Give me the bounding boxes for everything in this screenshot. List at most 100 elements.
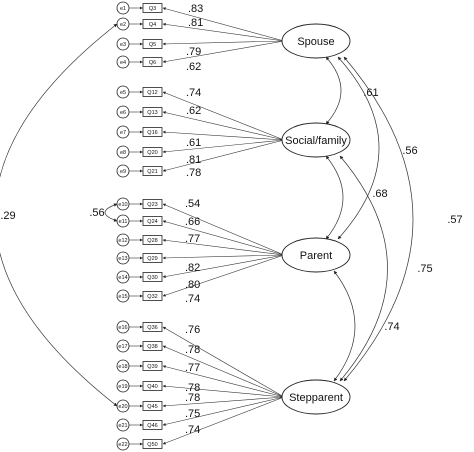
- item-box-q29: [142, 253, 163, 263]
- item-label: Q39: [147, 364, 157, 370]
- item-label: Q29: [147, 256, 157, 262]
- item-box-q20: [142, 147, 163, 157]
- latent-label: Stepparent: [289, 392, 343, 404]
- loading-path-parent-q32: [162, 254, 285, 297]
- error-node-e10: [116, 197, 130, 211]
- error-label: e17: [118, 344, 127, 350]
- error-covariance-value-label: .29: [0, 210, 15, 222]
- error-label: e22: [118, 442, 127, 448]
- loading-value-label: .62: [186, 61, 201, 73]
- item-label: Q23: [147, 202, 157, 208]
- loading-value-label: .82: [185, 262, 200, 274]
- loading-value-label: .61: [186, 137, 201, 149]
- item-box-q30: [142, 272, 163, 282]
- item-label: Q12: [147, 90, 157, 96]
- error-label: e2: [120, 22, 126, 28]
- covariance-value-label: .75: [417, 263, 432, 275]
- covariance-value-label: .61: [363, 87, 378, 99]
- error-label: e7: [120, 130, 126, 136]
- item-box-q23: [142, 199, 163, 209]
- error-node-e2: [116, 17, 130, 31]
- error-label: e18: [118, 364, 127, 370]
- loading-value-label: .54: [185, 198, 200, 210]
- item-box-q24: [142, 216, 163, 226]
- item-label: Q28: [147, 238, 157, 244]
- error-node-e6: [116, 105, 130, 119]
- item-box-q13: [142, 107, 163, 117]
- item-box-q12: [142, 87, 163, 97]
- error-node-e19: [116, 379, 130, 393]
- loading-value-label: .78: [185, 382, 200, 394]
- item-box-q21: [142, 166, 163, 176]
- error-node-e15: [116, 289, 130, 303]
- loading-value-label: .75: [185, 408, 200, 420]
- error-node-e16: [116, 320, 130, 334]
- item-label: Q38: [147, 344, 157, 350]
- covariance-arc-social-family-parent: [325, 155, 344, 240]
- error-label: e10: [118, 202, 127, 208]
- covariance-value-label: .68: [372, 188, 387, 200]
- loading-value-label: .76: [185, 324, 200, 336]
- latent-node-stepparent: [281, 379, 351, 415]
- latent-node-parent: [281, 237, 351, 273]
- error-node-e7: [116, 125, 130, 139]
- latent-label: Parent: [300, 250, 332, 262]
- loading-path-spouse-q4: [162, 22, 285, 42]
- item-box-q40: [142, 381, 163, 391]
- error-node-e1: [116, 1, 130, 15]
- loading-value-label: .83: [188, 3, 203, 15]
- loading-path-stepparent-q38: [162, 345, 285, 398]
- error-node-e3: [116, 37, 130, 51]
- item-label: Q30: [147, 275, 157, 281]
- covariance-arc-social-family-stepparent: [339, 155, 388, 382]
- loading-path-social-family-q12: [162, 91, 285, 141]
- loading-value-label: .81: [188, 17, 203, 29]
- latent-label: Social/family: [285, 135, 347, 147]
- item-label: Q6: [149, 60, 156, 66]
- latent-node-social-family: [281, 122, 351, 158]
- item-box-q5: [142, 39, 163, 49]
- item-box-q3: [142, 3, 163, 13]
- item-box-q4: [142, 19, 163, 29]
- item-label: Q32: [147, 294, 157, 300]
- error-label: e11: [119, 219, 128, 225]
- loading-value-label: .66: [185, 216, 200, 228]
- error-node-e14: [116, 270, 130, 284]
- loading-value-label: .74: [185, 293, 200, 305]
- error-node-e13: [116, 251, 130, 265]
- loading-path-stepparent-q40: [162, 384, 285, 398]
- loading-value-label: .77: [185, 362, 200, 374]
- loading-path-parent-q28: [162, 238, 285, 256]
- item-box-q16: [142, 127, 163, 137]
- loading-value-label: .78: [185, 392, 200, 404]
- loading-path-parent-q23: [162, 203, 285, 256]
- loading-path-stepparent-q36: [162, 326, 285, 398]
- covariance-arc-spouse-stepparent: [343, 56, 414, 382]
- error-label: e15: [118, 294, 127, 300]
- loading-path-spouse-q5: [162, 40, 285, 46]
- error-label: e5: [120, 90, 126, 96]
- item-box-q28: [142, 235, 163, 245]
- error-node-e20: [116, 399, 130, 413]
- error-node-e17: [116, 339, 130, 353]
- loading-value-label: .62: [186, 105, 201, 117]
- item-box-q6: [142, 57, 163, 67]
- loading-value-label: .78: [186, 167, 201, 179]
- error-label: e1: [120, 6, 126, 12]
- loading-path-spouse-q3: [162, 7, 285, 42]
- error-node-e22: [116, 437, 130, 451]
- item-box-q32: [142, 291, 163, 301]
- error-covariance-value-label: .56: [89, 207, 104, 219]
- loading-path-parent-q29: [162, 254, 285, 260]
- error-label: e16: [118, 325, 127, 331]
- item-box-q36: [142, 322, 163, 332]
- error-covariance-arc-e10-e11: [104, 203, 118, 222]
- loading-value-label: .80: [185, 279, 200, 291]
- error-label: e3: [120, 42, 126, 48]
- item-label: Q13: [147, 110, 157, 116]
- error-node-e9: [116, 164, 130, 178]
- item-box-q45: [142, 401, 163, 411]
- item-box-q38: [142, 341, 163, 351]
